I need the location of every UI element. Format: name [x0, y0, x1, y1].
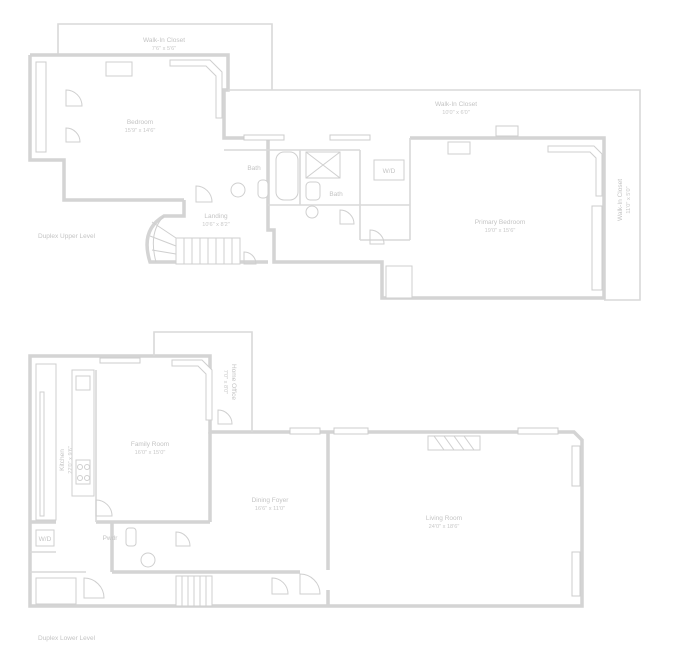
kitchen-dims: 22'0" x 9'6"	[68, 446, 74, 474]
bedroom-door-swing-2	[65, 127, 81, 143]
dining-foyer-dims: 16'6" x 11'0"	[255, 506, 285, 512]
living-door-swing	[299, 573, 321, 595]
walk-in-closet-dims: 7'6" x 5'6"	[152, 46, 176, 52]
upper-outer-wall	[30, 53, 606, 300]
landing-door-swing-2	[243, 251, 257, 265]
shower-x	[305, 151, 341, 179]
primary-closet-shelf	[447, 141, 471, 155]
primary-walk-in-label: Walk-In Closet	[435, 101, 477, 108]
kitchen-partition	[30, 370, 97, 573]
family-window	[99, 357, 141, 364]
bedroom-label: Bedroom	[127, 119, 153, 126]
upper-window-top	[495, 125, 519, 137]
living-room-label: Living Room	[426, 515, 462, 522]
kitchen-label: Kitchen	[59, 449, 66, 471]
primary-entry-nook	[385, 265, 413, 299]
upper-walk-in-closet-wall	[57, 23, 273, 90]
left-bath-toilet	[257, 179, 269, 199]
living-room-dims: 24'0" x 18'6"	[429, 524, 460, 530]
entry-door-swing	[83, 577, 105, 599]
bath-partitions	[224, 138, 411, 241]
bedroom-door-swing	[65, 89, 83, 107]
primary-closet-rail	[547, 145, 603, 197]
dining-foyer-label: Dining Foyer	[252, 497, 290, 504]
office-outline	[153, 331, 253, 432]
lower-floor-label: Duplex Lower Level	[38, 635, 96, 642]
wd-upper-label: W/D	[383, 168, 396, 175]
side-walk-in-dims: 11'0" x 5'0"	[626, 186, 632, 213]
family-room-closet	[171, 359, 213, 421]
right-bath-toilet	[305, 181, 321, 201]
pwdr-label: Pwdr	[103, 535, 119, 542]
lower-level: Family Room 16'0" x 15'0" Kitchen 22'0" …	[28, 331, 584, 642]
foyer-door-swing	[271, 577, 289, 595]
left-bath-sink	[230, 182, 246, 198]
bedroom-left-wall	[28, 55, 184, 202]
kitchen-door-swing	[95, 499, 113, 517]
primary-closet-wall	[228, 89, 641, 301]
kitchen-left-counter	[35, 363, 57, 521]
lower-entry-vestibule	[35, 577, 77, 605]
landing-label: Landing	[204, 213, 228, 220]
left-bath-tub	[275, 151, 299, 201]
bath-left-label: Bath	[247, 165, 261, 172]
upper-stairs	[149, 215, 241, 265]
primary-window	[591, 205, 603, 291]
primary-door-swing	[369, 229, 385, 245]
living-window-right-1	[571, 445, 581, 487]
walk-in-closet-label: Walk-In Closet	[143, 37, 185, 44]
primary-walk-in-dims: 10'0" x 6'0"	[442, 110, 470, 116]
bedroom-window-left	[35, 61, 47, 153]
pwdr-sink	[140, 552, 156, 568]
wd-unit	[373, 159, 405, 181]
pwdr-door-swing	[175, 531, 191, 547]
family-room-dims: 16'0" x 15'0"	[135, 450, 166, 456]
upper-window-seg	[243, 134, 285, 141]
bath-right-label: Bath	[329, 191, 343, 198]
primary-bedroom-dims: 19'0" x 15'6"	[485, 228, 516, 234]
right-bath-sink	[305, 205, 319, 219]
pwdr-toilet	[125, 527, 137, 547]
range-burner-2	[84, 464, 90, 470]
landing-door-swing	[195, 185, 213, 203]
living-window-right-2	[571, 551, 581, 597]
upper-floor-label: Duplex Upper Level	[38, 233, 96, 240]
home-office-dims: 7'0" x 8'0"	[222, 370, 228, 394]
home-office-label: Home Office	[230, 364, 237, 400]
office-door-swing	[217, 409, 233, 425]
bedroom-dims: 15'9" x 14'6"	[125, 128, 156, 134]
upper-level: Walk-In Closet 7'6" x 5'6" Bedroom 15'9"…	[28, 23, 641, 301]
landing-dims: 10'6" x 8'2"	[202, 222, 230, 228]
kitchen-sink	[75, 375, 91, 391]
living-window-top-2	[517, 427, 559, 435]
bath-door-swing	[339, 209, 355, 225]
foyer-window	[289, 427, 321, 435]
fireplace-hatch	[433, 435, 475, 451]
range-burner-4	[84, 475, 90, 481]
kitchen-left-counter-inner	[39, 391, 45, 517]
lower-partitions	[30, 432, 330, 606]
upper-window-seg-2	[329, 134, 371, 141]
range-burner-1	[77, 464, 83, 470]
wd-lower-label: W/D	[39, 536, 52, 543]
walk-in-shelf	[105, 61, 133, 77]
primary-bedroom-label: Primary Bedroom	[475, 219, 526, 226]
lower-stairs	[175, 575, 213, 607]
wd-lower-unit	[35, 529, 55, 547]
range-burner-3	[77, 475, 83, 481]
side-walk-in-label: Walk-In Closet	[617, 179, 624, 221]
family-room-label: Family Room	[131, 441, 169, 448]
living-window-top-1	[333, 427, 369, 435]
bedroom-closet-rail	[169, 59, 223, 119]
